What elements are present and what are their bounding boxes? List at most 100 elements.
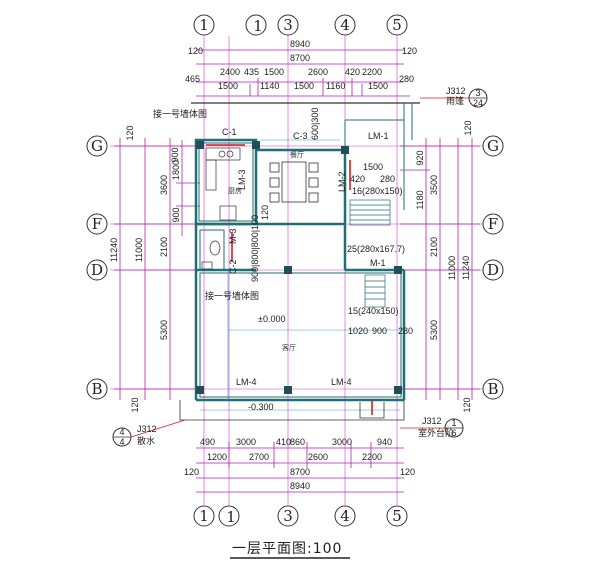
stair-bot-c: 280 xyxy=(398,326,413,336)
dim-top-row2-e: 1500 xyxy=(368,81,388,91)
axis-bottom-4: 4 xyxy=(340,507,350,525)
kitchen-counters xyxy=(205,147,241,221)
axis-left-f: F xyxy=(92,215,102,233)
dim-right-bottom: 120 xyxy=(462,397,472,412)
stair-top-b: 420 xyxy=(350,174,365,184)
dim-left-s2: 2100 xyxy=(159,237,169,257)
axis-left-g: G xyxy=(91,137,103,155)
label-lm3: LM-3 xyxy=(237,169,247,190)
detail-ref-top-num: 3 xyxy=(475,88,480,98)
axis-top-4: 4 xyxy=(340,16,350,34)
axis-right-d: D xyxy=(487,261,499,279)
dim-left-inner: 11000 xyxy=(134,238,144,262)
axis-bubbles-top xyxy=(193,14,408,36)
dim-top-row2-a: 1500 xyxy=(218,81,238,91)
room-kitchen: 厨房 xyxy=(228,186,242,195)
dim-bottom-edge-right: 120 xyxy=(400,467,415,477)
dim-bottom-f: 940 xyxy=(377,437,392,447)
dim-bottom-edge-left: 120 xyxy=(184,467,199,477)
detail-ref-bl-sub: 散水 xyxy=(137,435,155,446)
staircase xyxy=(349,199,391,308)
label-c3: C-3 xyxy=(293,131,308,141)
axis-right-g: G xyxy=(487,137,499,155)
dim-left-mark: 900 xyxy=(170,147,180,162)
columns xyxy=(196,141,402,394)
room-living: 客厅 xyxy=(282,343,296,352)
dim-right-s1b: 1180 xyxy=(415,190,425,209)
dim-left-bottom: 120 xyxy=(130,397,140,412)
dim-top-seg-b: 435 xyxy=(244,67,259,77)
wall-note-1: 接一号墙体图 xyxy=(153,108,207,119)
detail-ref-br-code: J312 xyxy=(422,416,442,426)
stair-top-a: 1500 xyxy=(363,162,383,172)
axis-top-2: 1 xyxy=(253,17,263,35)
elevation-step: -0.300 xyxy=(248,402,274,412)
axis-top-3: 3 xyxy=(283,16,293,34)
dim-top-row2-b: 1140 xyxy=(260,81,279,91)
axis-top-5: 5 xyxy=(392,16,402,34)
axis-bubbles-right xyxy=(482,135,504,400)
top-dimension-chain xyxy=(191,49,420,104)
axis-left-d: D xyxy=(91,261,103,279)
detail-ref-top xyxy=(420,88,488,108)
label-lm4-left: LM-4 xyxy=(236,377,257,387)
dim-right-s1a: 920 xyxy=(415,150,425,165)
detail-ref-br-num: 1 xyxy=(451,418,456,428)
dim-left-s1: 3600 xyxy=(159,175,169,195)
detail-ref-br-sub: 室外台阶 xyxy=(418,427,454,438)
wall-note-2: 接一号墙体图 xyxy=(205,290,259,301)
right-dimension-chain xyxy=(400,138,480,400)
kitchen-dim: 120 xyxy=(260,205,270,220)
dim-bottom-c: 410 xyxy=(276,437,291,447)
toilet-fixtures xyxy=(201,240,221,270)
stair-label-3: 15(240x150) xyxy=(348,306,399,316)
detail-ref-bl-den: 4 xyxy=(119,437,124,447)
dim-bottom-row2-c: 2600 xyxy=(308,452,328,462)
label-lm2: LM-2 xyxy=(337,171,347,192)
stair-label-1: 16(280x150) xyxy=(352,186,403,196)
detail-ref-bottom-right xyxy=(400,418,464,438)
axis-top-1: 1 xyxy=(199,16,209,34)
label-lm4-right: LM-4 xyxy=(331,377,352,387)
dim-top-row2-d: 1160 xyxy=(326,81,345,91)
dim-right-s2: 2100 xyxy=(429,237,439,257)
detail-ref-bottom-left xyxy=(112,419,186,447)
detail-ref-bl-num: 4 xyxy=(119,427,124,437)
dim-top-edge-left: 120 xyxy=(188,46,203,56)
dim-top-seg-a: 2400 xyxy=(220,67,240,77)
cyan-details xyxy=(200,139,400,411)
axis-left-b: B xyxy=(91,380,102,398)
dim-left-s3: 5300 xyxy=(159,320,169,340)
detail-ref-br-den: 6 xyxy=(451,428,456,438)
bottom-dimension-chain xyxy=(196,442,404,493)
inner-walls xyxy=(198,103,413,398)
c3-dim: 600|300 xyxy=(310,108,320,140)
detail-ref-top-den: 24 xyxy=(473,98,483,108)
dim-right-top: 120 xyxy=(463,120,473,135)
dim-right-s1: 3500 xyxy=(429,175,439,195)
axis-bubbles-bottom xyxy=(193,505,408,527)
dining-table xyxy=(269,161,319,203)
dim-left-s1c: 900 xyxy=(171,207,181,222)
dim-right-inner: 11000 xyxy=(447,256,457,280)
axis-bottom-2: 1 xyxy=(226,508,236,526)
label-m1: M-1 xyxy=(370,258,386,268)
elevation-main: ±0.000 xyxy=(258,314,285,324)
axis-bottom-1: 1 xyxy=(199,507,209,525)
dim-top-seg-f: 2200 xyxy=(362,67,382,77)
label-c2: C-2 xyxy=(228,259,238,274)
dim-top-seg-d: 2600 xyxy=(308,67,328,77)
right-dims-text: 920 1180 3500 2100 5300 11000 11240 120 … xyxy=(415,120,473,412)
stair-bot-a: 1020 xyxy=(348,326,368,336)
detail-ref-top-sub: 雨篷 xyxy=(446,95,464,106)
axis-bubbles-left xyxy=(86,135,108,400)
axis-right-f: F xyxy=(488,215,498,233)
dim-bottom-row2-a: 1200 xyxy=(207,452,227,462)
red-marks xyxy=(206,144,373,415)
dim-left-top: 120 xyxy=(125,125,135,140)
dim-bottom-d: 860 xyxy=(290,437,305,447)
dim-top-left-offset: 465 xyxy=(185,74,200,84)
dim-bottom-a: 490 xyxy=(200,437,215,447)
label-c1: C-1 xyxy=(222,127,237,137)
dim-bottom-e: 3000 xyxy=(332,437,352,447)
